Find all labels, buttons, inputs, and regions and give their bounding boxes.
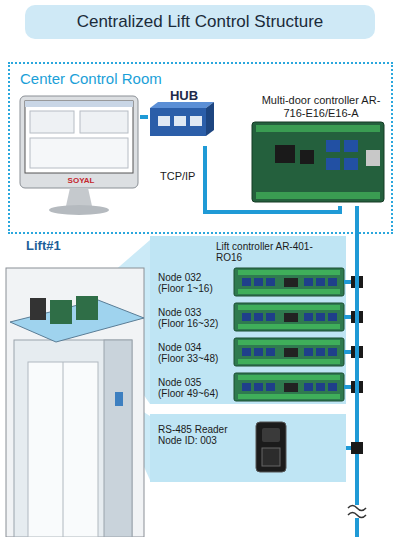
lift-controller-panel: Lift controller AR-401-RO16Node 032 (Flo… xyxy=(150,236,346,404)
node-text: Node 034 (Floor 33~48) xyxy=(158,342,228,364)
window-table xyxy=(30,138,128,168)
lift-node: Node 032 (Floor 1~16) xyxy=(152,266,344,298)
hub-side xyxy=(206,102,214,136)
callout-wedge xyxy=(118,396,150,480)
node-text: Lift controller AR-401-RO16 xyxy=(216,241,316,263)
bus-junction xyxy=(351,276,363,288)
hub-port xyxy=(158,116,170,126)
callout-wedge xyxy=(60,240,150,404)
chip xyxy=(275,145,295,163)
car-reader xyxy=(115,392,123,406)
node-text: Center Control Room xyxy=(20,70,240,87)
hub-front xyxy=(150,108,206,136)
node-text: HUB xyxy=(148,88,220,103)
cable xyxy=(346,206,357,448)
break-mark xyxy=(348,506,366,511)
lift-door xyxy=(28,362,98,537)
monitor-screen xyxy=(25,101,133,173)
hub: HUB xyxy=(148,88,220,146)
door-controller: Multi-door controller AR-716-E16/E16-A xyxy=(250,94,392,206)
rj45-port xyxy=(366,150,380,166)
cable xyxy=(344,206,357,352)
node-text: Node 035 (Floor 49~64) xyxy=(158,377,228,399)
car-top-board xyxy=(50,300,72,324)
relay xyxy=(326,140,340,152)
window-panel xyxy=(80,111,128,133)
car-top-unit xyxy=(30,298,46,320)
node-board xyxy=(234,268,344,296)
lift-car xyxy=(14,340,132,537)
bus-continuation xyxy=(355,518,359,537)
car-top xyxy=(10,300,144,342)
reader-panel: RS-485 Reader Node ID: 003 xyxy=(150,414,346,482)
lift-side xyxy=(104,340,132,537)
node-text: Node 032 (Floor 1~16) xyxy=(158,272,228,294)
terminal-strip xyxy=(256,192,380,199)
bus-junction xyxy=(351,311,363,323)
lift-node: Node 034 (Floor 33~48) xyxy=(152,336,344,368)
link-label: TCP/IP xyxy=(160,170,195,182)
node-text: Node 033 (Floor 16~32) xyxy=(158,307,228,329)
hub-top xyxy=(150,102,214,108)
relay xyxy=(344,158,358,170)
lift-shaft xyxy=(6,268,144,537)
bus-continuation xyxy=(355,447,359,505)
node-text: RS-485 Reader Node ID: 003 xyxy=(158,424,244,446)
node-text: Lift#1 xyxy=(26,238,116,253)
node-text: Multi-door controller AR-716-E16/E16-A xyxy=(254,94,388,120)
room-boundary: Center Control RoomSOYAL HUB Multi-door co… xyxy=(8,62,393,234)
relay xyxy=(344,140,358,152)
hub-port xyxy=(190,116,202,126)
node-text: SOYAL xyxy=(22,176,140,185)
car-top-board xyxy=(76,296,98,320)
break-mark xyxy=(348,513,366,518)
controller-board xyxy=(252,122,384,202)
reader-device xyxy=(256,422,286,472)
reader-keypad xyxy=(262,448,280,466)
cable xyxy=(344,206,357,282)
monitor-neck xyxy=(66,188,92,206)
bus-junction xyxy=(351,442,363,454)
cable xyxy=(140,115,148,119)
lift-node: Node 033 (Floor 16~32) xyxy=(152,301,344,333)
lift-node: Node 035 (Floor 49~64) xyxy=(152,371,344,403)
node-board xyxy=(234,373,344,401)
window-bar xyxy=(25,101,133,107)
bus-junction xyxy=(351,346,363,358)
title-banner: Centralized Lift Control Structure xyxy=(25,5,375,39)
reader-window xyxy=(262,428,280,442)
monitor-base xyxy=(49,205,109,215)
cable xyxy=(344,206,357,317)
lift: Lift#1 xyxy=(2,234,148,537)
node-board xyxy=(234,303,344,331)
node-board xyxy=(234,338,344,366)
monitor-frame xyxy=(20,96,138,188)
window-panel xyxy=(30,111,74,133)
cable xyxy=(205,146,340,212)
bus-junction xyxy=(351,381,363,393)
computer: SOYAL xyxy=(22,98,140,224)
terminal-strip xyxy=(256,125,380,132)
cable xyxy=(344,206,357,387)
hub-port xyxy=(174,116,186,126)
relay xyxy=(326,158,340,170)
door-split xyxy=(63,362,64,537)
chip xyxy=(300,150,314,164)
